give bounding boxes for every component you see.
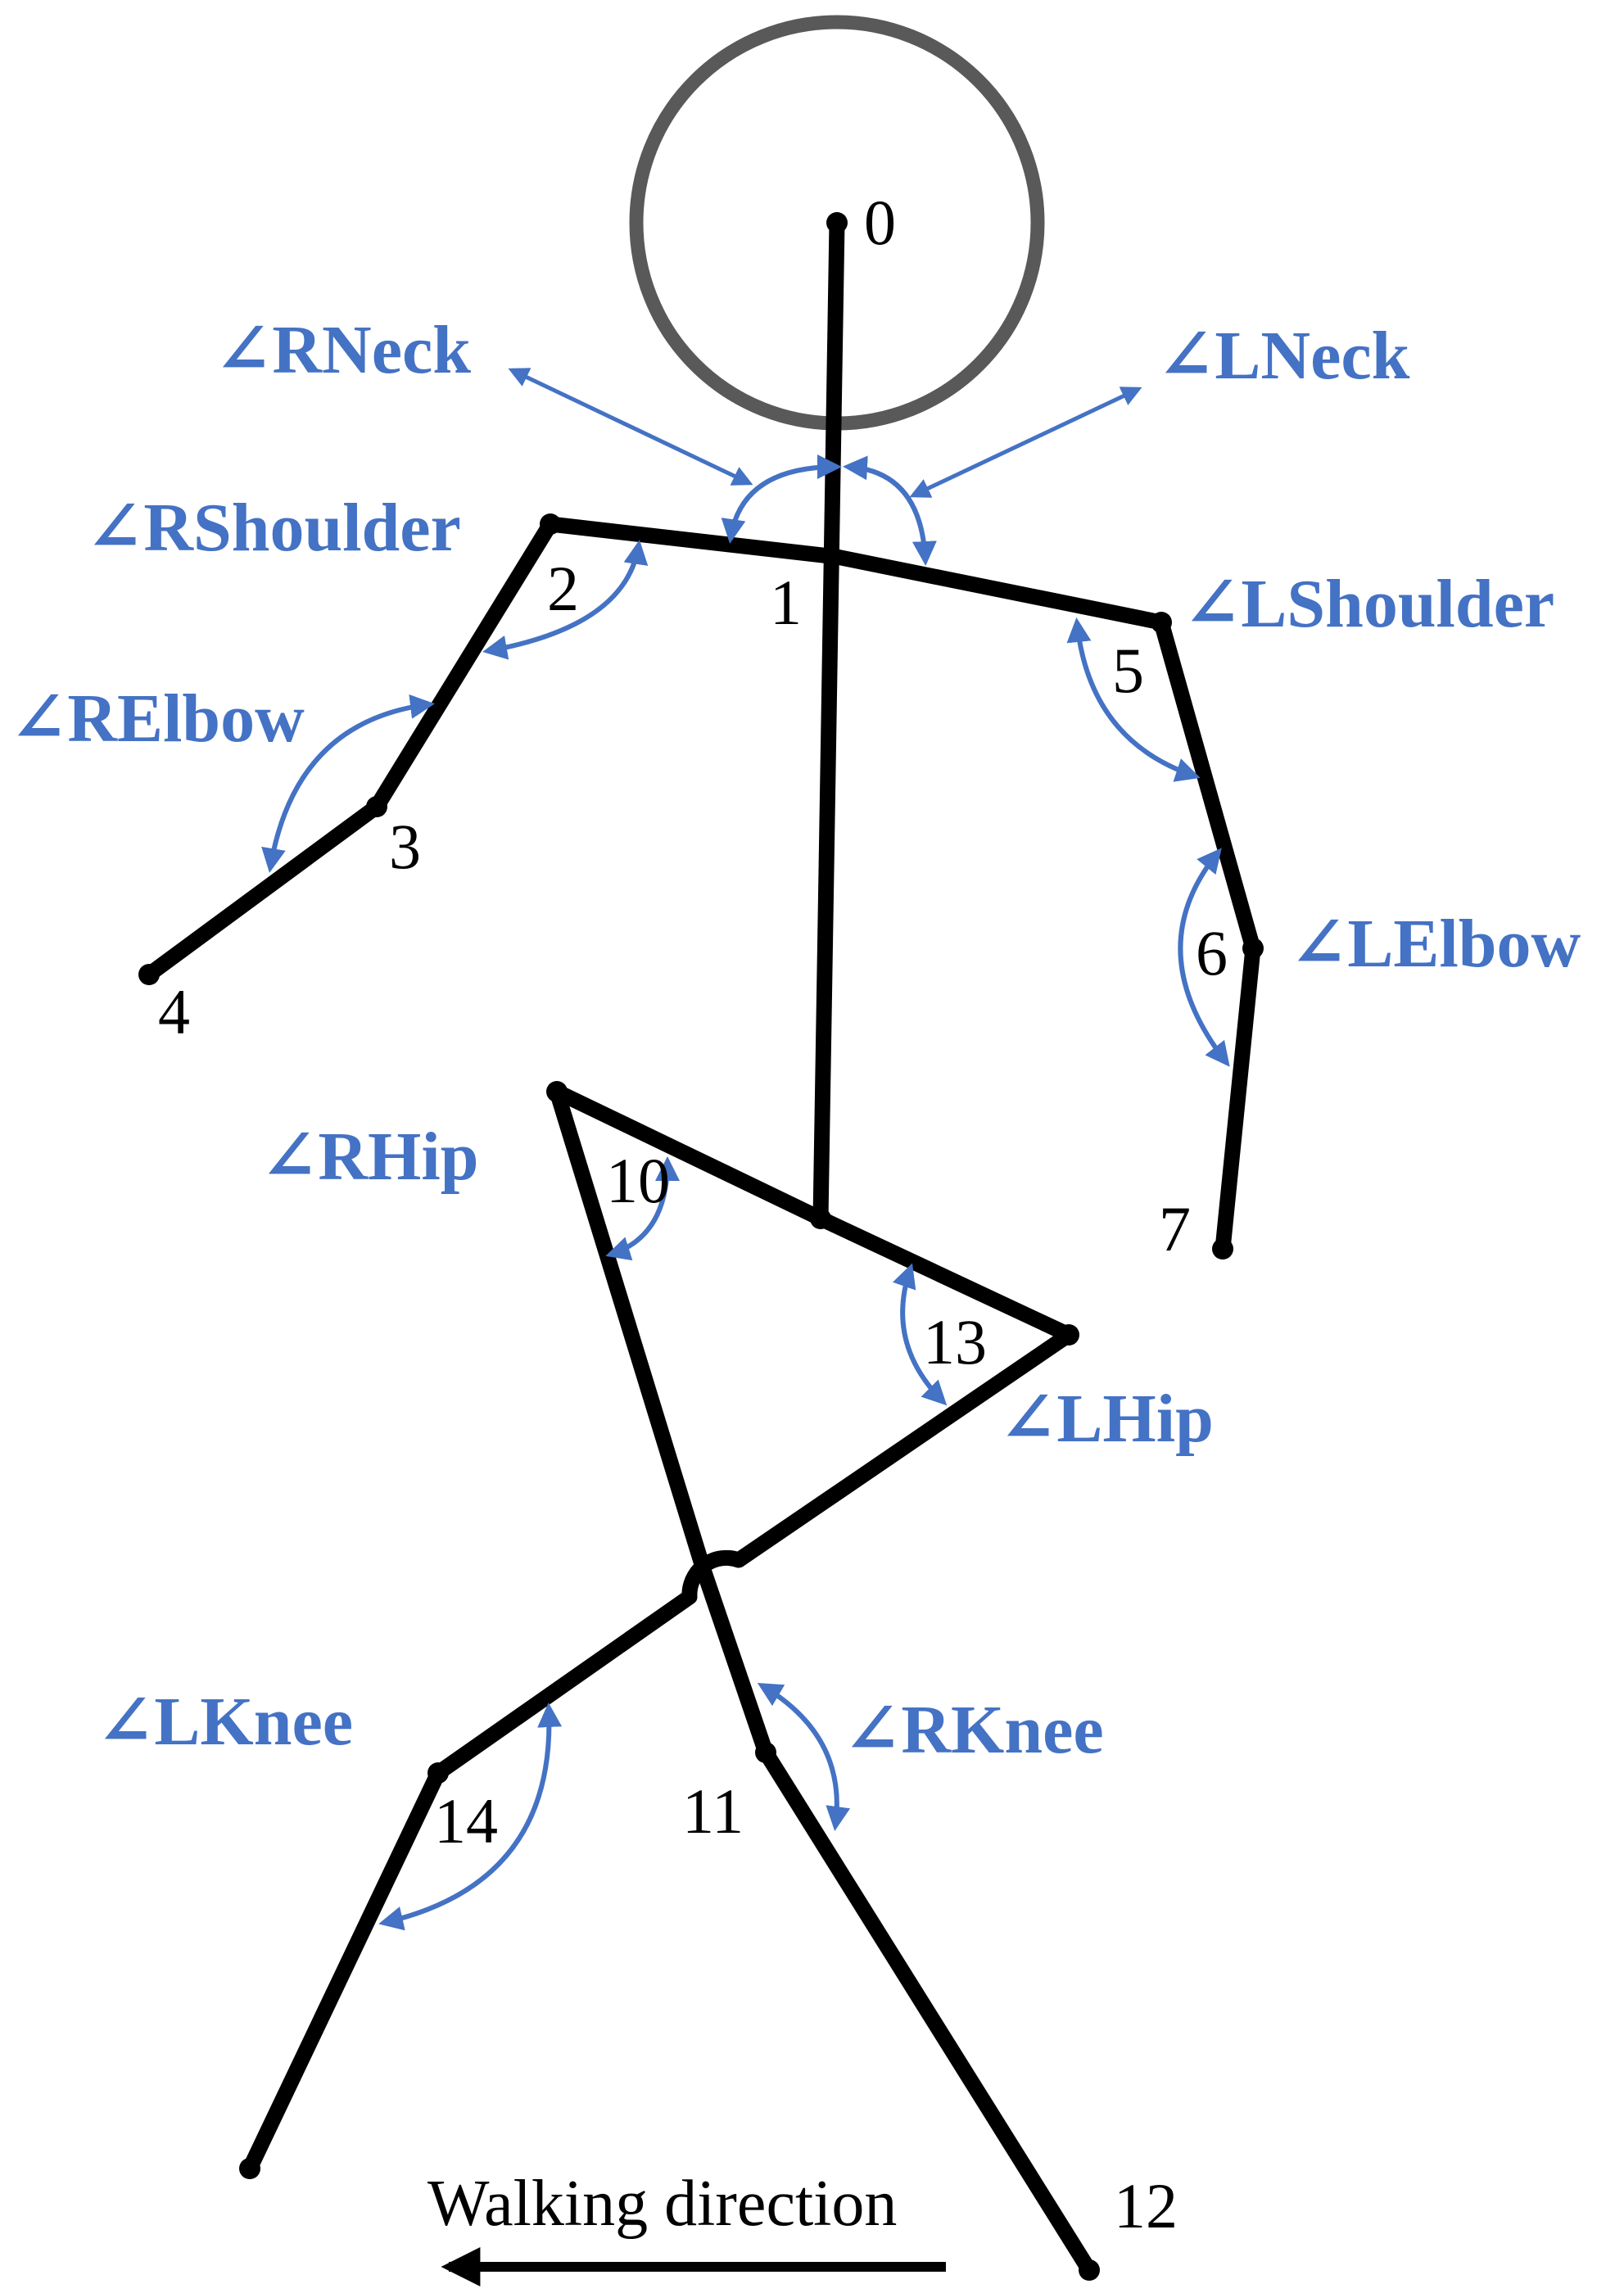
bone-shoulders [542,516,1169,631]
leader-lneck [909,387,1142,498]
arc-lneck [843,455,937,566]
joint-dot-7 [1212,1238,1233,1260]
joint-dot-8 [810,1208,831,1229]
joint-dot-12 [1058,1324,1079,1345]
angle-arcs [261,455,1230,1931]
joint-dot-0 [826,212,848,233]
joint-dot-5 [1151,612,1172,633]
angle-label-lhip: ∠LHip [999,1381,1214,1457]
arc-rneck [721,455,842,544]
angle-label-lneck: ∠LNeck [1157,318,1410,394]
joint-dot-9 [546,1081,568,1102]
angle-labels: ∠RNeck ∠LNeck ∠RShoulder ∠LShoulder ∠REl… [10,312,1581,1768]
angle-label-lelbow: ∠LElbow [1290,906,1581,982]
angle-label-rhip: ∠RHip [260,1119,478,1195]
leader-arrows [508,368,1142,498]
arc-rhip [605,1156,680,1261]
arc-lknee [378,1703,563,1931]
joint-label-12: 13 [923,1306,987,1377]
joint-dot-2 [540,513,561,535]
joint-dot-14 [239,2158,260,2179]
angle-label-rknee: ∠RKnee [844,1692,1104,1768]
angle-label-relbow: ∠RElbow [10,681,305,757]
angle-label-rneck: ∠RNeck [215,312,471,388]
joint-dot-4 [138,964,160,985]
angle-label-lknee: ∠LKnee [97,1684,353,1760]
joint-dot-10 [755,1742,776,1763]
joint-label-1: 1 [770,567,802,638]
joint-label-3: 3 [389,811,421,882]
joint-dot-3 [366,796,387,817]
arc-lshoulder [1066,617,1201,782]
arc-rshoulder [482,540,649,660]
joint-label-5: 5 [1112,635,1144,706]
leader-rneck [508,368,753,486]
joint-label-0: 0 [864,187,896,258]
angle-label-rshoulder: ∠RShoulder [86,490,461,566]
joint-dot-13 [427,1762,449,1784]
walking-direction-caption: Walking direction [427,2168,897,2240]
bone-left-leg [242,1327,1077,2177]
arc-relbow [261,694,435,873]
joint-label-4: 4 [158,976,190,1047]
joint-dot-11 [1079,2259,1100,2281]
arc-lhip [892,1263,948,1406]
joint-labels: 0 1 2 3 4 5 6 7 10 11 12 13 14 [158,187,1228,2241]
bone-right-leg [549,1083,1097,2278]
joint-dot-6 [1242,938,1264,959]
arc-rknee [757,1682,851,1831]
angle-label-lshoulder: ∠LShoulder [1183,566,1554,642]
joint-label-11: 12 [1114,2170,1178,2241]
joint-label-10: 11 [682,1775,744,1847]
arc-lelbow [1178,848,1230,1067]
joint-label-7: 7 [1159,1193,1191,1264]
joint-label-6: 6 [1196,917,1228,988]
bone-neck-spine [812,215,845,1227]
joint-label-2: 2 [547,553,579,624]
joint-label-13: 14 [434,1785,498,1857]
joint-label-9: 10 [606,1145,670,1216]
